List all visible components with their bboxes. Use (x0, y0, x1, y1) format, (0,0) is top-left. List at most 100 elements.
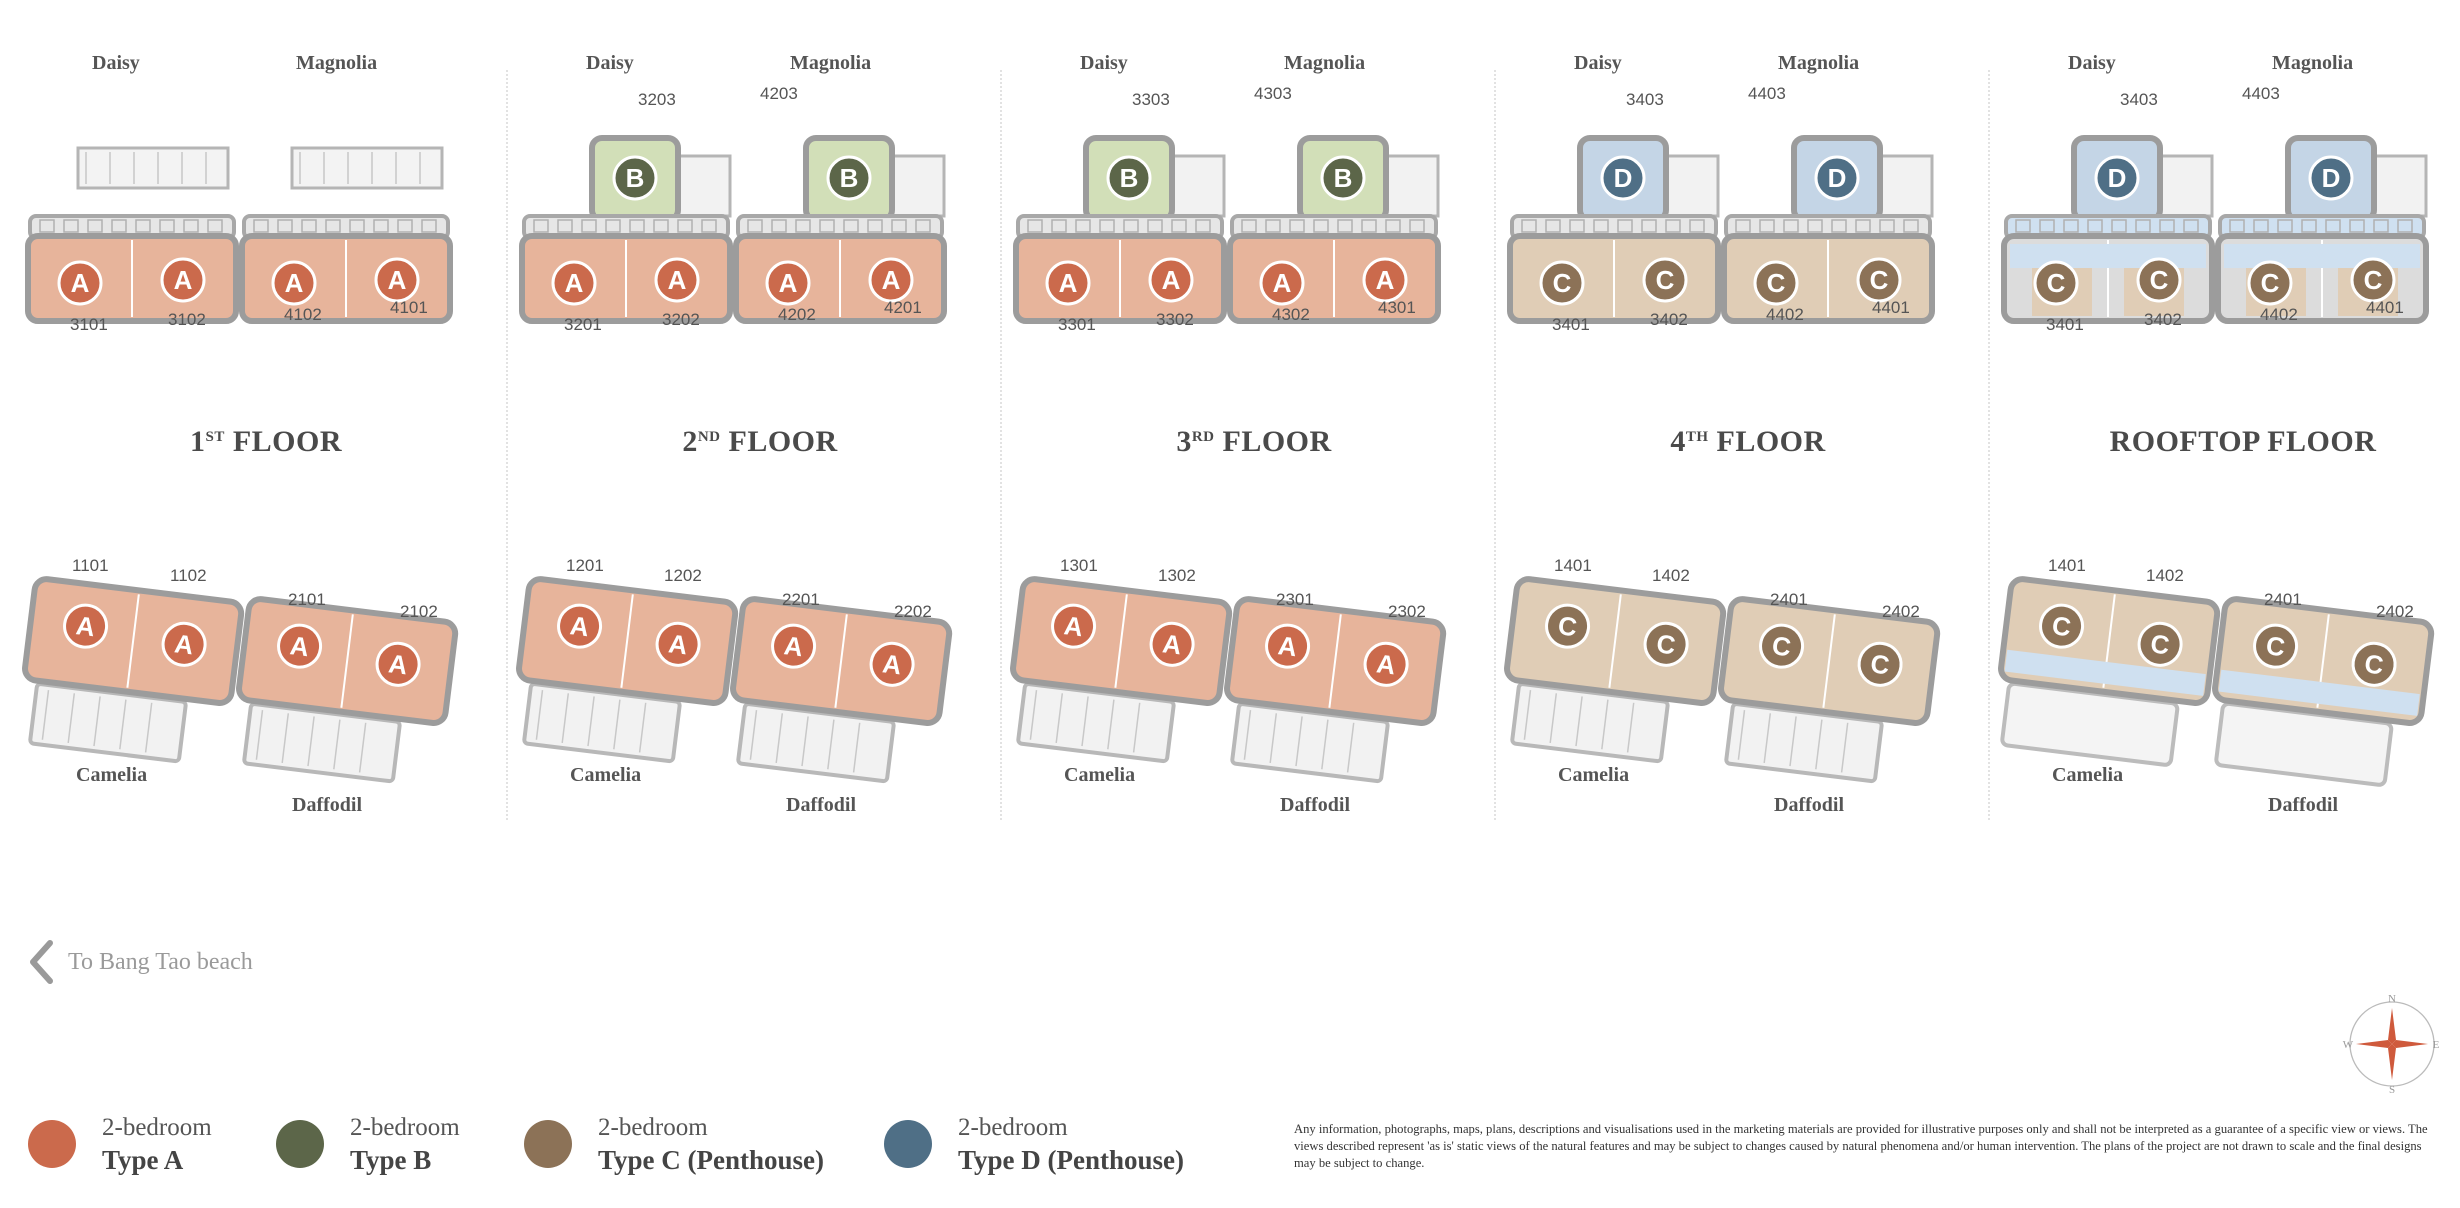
floor-suffix: ST (205, 429, 225, 445)
svg-text:A: A (881, 648, 904, 680)
unit-number: 4303 (1254, 84, 1292, 103)
floor-word: FLOOR (1716, 425, 1826, 458)
unit-number: 1401 (2048, 556, 2086, 575)
badge-4301: A (1362, 257, 1408, 303)
badge-1401: C (1545, 603, 1591, 649)
badge-2202: A (869, 641, 915, 687)
svg-text:A: A (288, 630, 311, 662)
unit-number: 4302 (1272, 305, 1310, 324)
svg-text:A: A (173, 628, 196, 660)
chevron-left-icon[interactable] (28, 940, 54, 984)
compass-rose-icon: N E S W (2343, 994, 2440, 1094)
badge-2101: A (277, 623, 323, 669)
unit-number: 4102 (284, 305, 322, 324)
building-block-camelia: AA (22, 576, 245, 764)
svg-text:A: A (71, 268, 90, 298)
floor-word: FLOOR (232, 425, 343, 458)
unit-number: 3401 (1552, 315, 1590, 334)
badge-2401: C (1759, 623, 1805, 669)
unit-number: 4402 (1766, 305, 1804, 324)
svg-text:A: A (1273, 268, 1292, 298)
legend-bedrooms: 2-bedroom (958, 1114, 1068, 1141)
badge-1402: C (2137, 621, 2183, 667)
svg-text:A: A (667, 628, 690, 660)
svg-text:A: A (882, 265, 901, 295)
svg-text:A: A (1062, 610, 1085, 642)
unit-number: 3203 (638, 90, 676, 109)
building-name-magnolia: Magnolia (2272, 52, 2354, 74)
badge-4402: C (1753, 260, 1799, 306)
svg-text:C: C (1770, 630, 1793, 662)
svg-text:C: C (1655, 628, 1678, 660)
badge-3301: A (1045, 260, 1091, 306)
badge-1102: A (161, 621, 207, 667)
unit-number: 2202 (894, 602, 932, 621)
svg-text:C: C (1656, 265, 1675, 295)
badge-1101: A (63, 603, 109, 649)
beach-direction-label: To Bang Tao beach (68, 948, 253, 975)
unit-number: 4403 (2242, 84, 2280, 103)
column-divider (1988, 70, 1990, 820)
svg-text:A: A (1161, 628, 1184, 660)
svg-text:C: C (2264, 630, 2287, 662)
building-name-camelia: Camelia (2052, 764, 2124, 786)
building-name-magnolia: Magnolia (790, 52, 872, 74)
unit-number: 3102 (168, 310, 206, 329)
svg-text:D: D (1614, 163, 1633, 193)
building-name-daisy: Daisy (586, 52, 634, 74)
building-block-daffodil: CC (2212, 596, 2435, 787)
unit-number: 4401 (1872, 298, 1910, 317)
unit-number: 4101 (390, 298, 428, 317)
unit-number: 1101 (72, 556, 109, 575)
unit-number: 3402 (2144, 310, 2182, 329)
svg-text:C: C (1553, 268, 1572, 298)
column-divider (1000, 70, 1002, 820)
building-name-daisy: Daisy (1080, 52, 1128, 74)
unit-number: 2101 (288, 590, 326, 609)
building-name-camelia: Camelia (76, 764, 148, 786)
legend-type: Type D (Penthouse) (958, 1145, 1184, 1175)
svg-text:C: C (1767, 268, 1786, 298)
unit-number: 1401 (1554, 556, 1592, 575)
svg-text:D: D (1828, 163, 1847, 193)
svg-text:D: D (2322, 163, 2341, 193)
building-name-daffodil: Daffodil (786, 794, 856, 816)
badge-2402: C (1857, 641, 1903, 687)
legend-type: Type A (102, 1145, 184, 1175)
badge-2401: C (2253, 623, 2299, 669)
building-name-daisy: Daisy (2068, 52, 2116, 74)
badge-4302: A (1259, 260, 1305, 306)
building-block-daffodil: AA (236, 596, 459, 784)
building-block-daffodil: AA (1224, 596, 1447, 784)
svg-text:C: C (2150, 265, 2169, 295)
badge-1401: C (2039, 603, 2085, 649)
badge-4403: D (2308, 155, 2354, 201)
badge-3101: A (57, 260, 103, 306)
badge-3402: C (1642, 257, 1688, 303)
badge-3401: C (2033, 260, 2079, 306)
unit-number: 1301 (1060, 556, 1098, 575)
badge-3303: B (1106, 155, 1152, 201)
building-name-magnolia: Magnolia (1778, 52, 1860, 74)
beach-direction-link[interactable]: To Bang Tao beach (28, 940, 253, 984)
badge-1202: A (655, 621, 701, 667)
unit-number: 4401 (2366, 298, 2404, 317)
badge-3403: D (2094, 155, 2140, 201)
badge-1301: A (1051, 603, 1097, 649)
unit-number: 3402 (1650, 310, 1688, 329)
unit-number: 2102 (400, 602, 438, 621)
svg-text:A: A (779, 268, 798, 298)
service-wing (290, 146, 444, 190)
compass-n: N (2388, 994, 2396, 1005)
disclaimer-text: Any information, photographs, maps, plan… (1294, 1122, 2428, 1170)
column-divider (1494, 70, 1496, 820)
